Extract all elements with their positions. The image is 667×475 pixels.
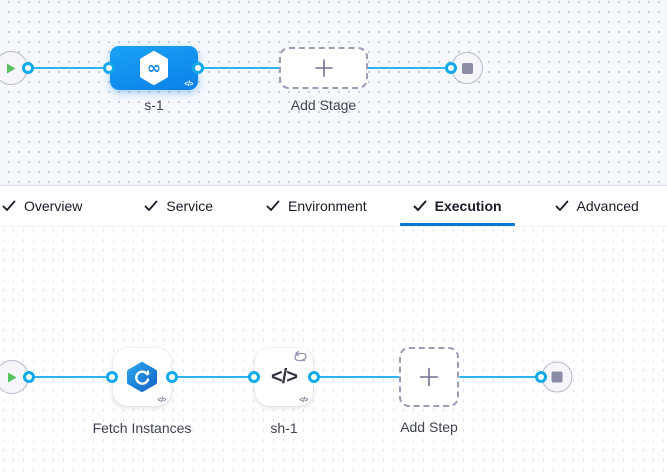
check-icon — [555, 200, 568, 211]
edge-start-to-stage — [28, 66, 110, 70]
add-stage-button[interactable] — [279, 47, 368, 89]
code-icon: </> — [299, 397, 308, 404]
port-step1-out[interactable] — [166, 371, 178, 383]
stage-node-label: s-1 — [144, 97, 164, 113]
tab-overview[interactable]: Overview — [2, 186, 82, 226]
edge-addstep-to-end — [459, 375, 542, 379]
loop-icon — [292, 350, 309, 369]
stage-hexagon-icon: ∞ — [140, 51, 168, 85]
add-stage-label: Add Stage — [290, 97, 357, 113]
step2-label: sh-1 — [270, 420, 298, 436]
code-icon: </> — [184, 81, 193, 88]
tab-label: Advanced — [576, 198, 639, 214]
check-icon — [413, 200, 427, 211]
check-icon — [144, 200, 158, 211]
edge-step2-to-addstep — [312, 375, 400, 379]
stop-icon — [461, 62, 473, 74]
tab-label: Service — [166, 198, 214, 214]
tab-execution[interactable]: Execution — [399, 186, 515, 226]
tab-label: Execution — [434, 198, 502, 214]
stage-config-tabbar: Overview Service Environment Execution A… — [0, 185, 667, 227]
check-icon — [2, 200, 16, 211]
check-icon — [266, 200, 280, 211]
add-step-button[interactable] — [399, 347, 459, 407]
edge-step1-to-step2 — [170, 375, 256, 379]
add-step-label: Add Step — [400, 419, 458, 435]
shell-script-icon: </> — [271, 365, 298, 388]
execution-graph-canvas[interactable]: </> Fetch Instances </> </> sh-1 Add Ste… — [0, 227, 667, 475]
code-icon: </> — [157, 397, 166, 404]
stop-icon — [551, 371, 563, 383]
port-end-in[interactable] — [445, 62, 457, 74]
stage-node-s1[interactable]: ∞ </> — [110, 46, 198, 90]
port-stage-in[interactable] — [103, 62, 115, 74]
edge-addstage-to-end — [367, 66, 452, 70]
port-step2-out[interactable] — [308, 371, 320, 383]
fetch-instances-icon — [127, 362, 157, 392]
svg-text:∞: ∞ — [147, 59, 161, 79]
edge-stage-to-addstage — [198, 66, 281, 70]
port-step2-in[interactable] — [248, 371, 260, 383]
port-stage-out[interactable] — [192, 62, 204, 74]
port-start-out[interactable] — [22, 62, 34, 74]
stage-graph-canvas[interactable]: ∞ </> s-1 Add Stage — [0, 0, 667, 185]
port-exec-start-out[interactable] — [23, 371, 35, 383]
pipeline-end-node — [451, 52, 483, 84]
edge-start-to-step1 — [29, 375, 114, 379]
plus-icon — [314, 59, 333, 77]
tab-label: Overview — [24, 198, 83, 214]
play-icon — [8, 372, 17, 382]
tab-advanced[interactable]: Advanced — [555, 186, 639, 226]
port-exec-end-in[interactable] — [535, 371, 547, 383]
tab-environment[interactable]: Environment — [266, 186, 367, 226]
step-node-sh-1[interactable]: </> </> — [255, 348, 313, 406]
play-icon — [7, 63, 16, 73]
plus-icon — [419, 367, 439, 387]
step1-label: Fetch Instances — [92, 420, 192, 436]
step-node-fetch-instances[interactable]: </> — [113, 348, 171, 406]
tab-label: Environment — [288, 198, 367, 214]
tab-service[interactable]: Service — [144, 186, 213, 226]
port-step1-in[interactable] — [106, 371, 118, 383]
